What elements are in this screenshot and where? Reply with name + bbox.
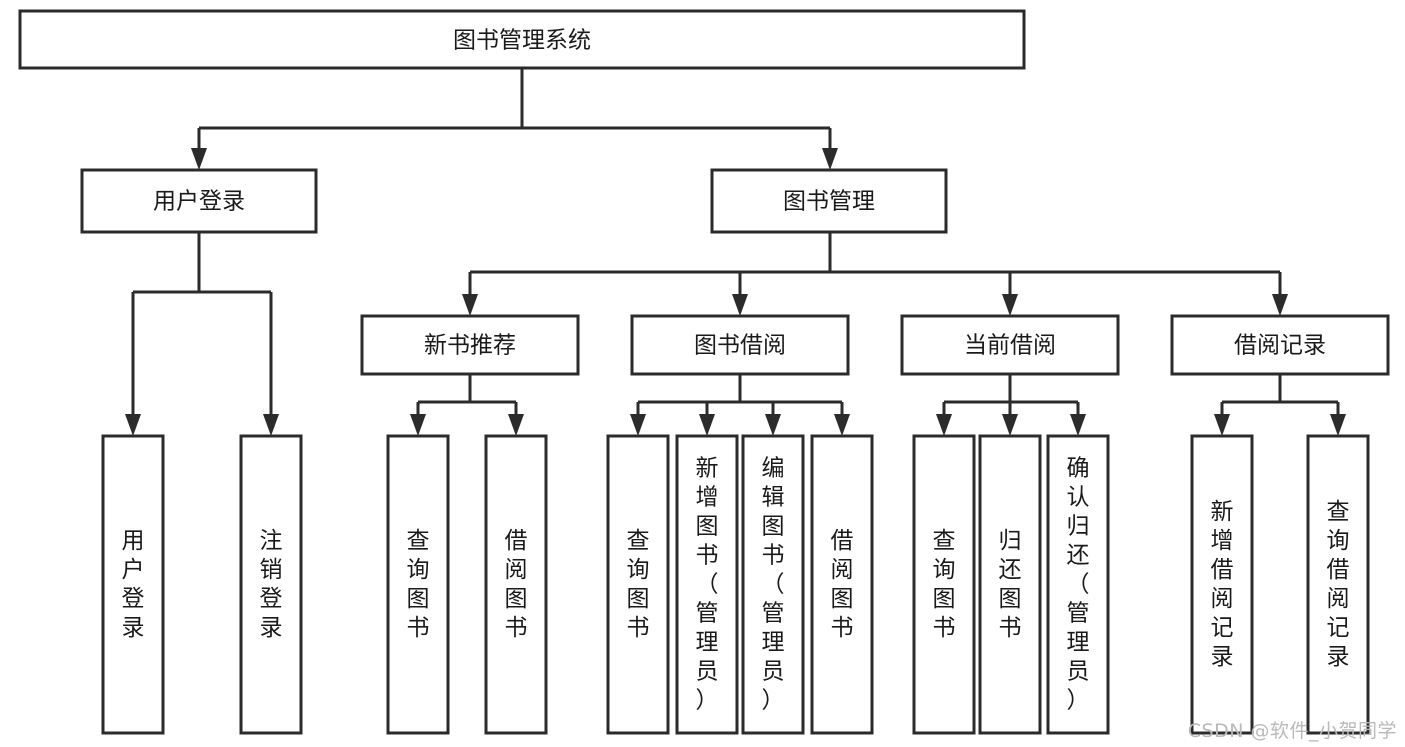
arrow-record-leaf2 bbox=[1330, 414, 1346, 436]
arrow-record-leaf1 bbox=[1214, 414, 1230, 436]
arrow-current-leaf3 bbox=[1070, 414, 1086, 436]
node-box bbox=[1170, 314, 1390, 376]
leaf-label-add-book-admin: 新增图书（管理员） bbox=[696, 455, 719, 713]
node-book-management[interactable]: 图书管理 bbox=[710, 168, 948, 234]
leaf-current-query-book[interactable]: 查询图书 bbox=[912, 434, 976, 735]
arrow-login-leaf1 bbox=[125, 414, 141, 436]
leaf-borrow-borrow-book[interactable]: 借阅图书 bbox=[810, 434, 874, 735]
node-box bbox=[900, 314, 1120, 376]
leaf-label-confirm-return-admin: 确认归还（管理员） bbox=[1067, 455, 1090, 713]
node-box bbox=[484, 434, 548, 735]
node-label-root: 图书管理系统 bbox=[453, 28, 591, 54]
node-box bbox=[239, 434, 303, 735]
node-label-user-login: 用户登录 bbox=[153, 189, 245, 215]
node-user-login[interactable]: 用户登录 bbox=[80, 168, 318, 234]
leaf-record-query-record[interactable]: 查询借阅记录 bbox=[1306, 434, 1370, 735]
arrow-bookmgmt-l2-2 bbox=[732, 294, 748, 316]
leaf-recommend-borrow-book[interactable]: 借阅图书 bbox=[484, 434, 548, 735]
leaf-label-query-book: 查询图书 bbox=[933, 528, 956, 641]
leaf-label-edit-book-admin: 编辑图书（管理员） bbox=[762, 455, 785, 713]
node-label-borrow-record: 借阅记录 bbox=[1234, 333, 1326, 359]
leaf-label-query-book: 查询图书 bbox=[627, 528, 650, 641]
node-book-borrow[interactable]: 图书借阅 bbox=[630, 314, 850, 376]
connector-layer bbox=[125, 68, 1346, 436]
leaf-label-user-login: 用户登录 bbox=[122, 528, 145, 641]
node-box bbox=[101, 434, 165, 735]
leaf-label-query-borrow-record: 查询借阅记录 bbox=[1327, 499, 1350, 670]
node-box bbox=[1046, 434, 1110, 735]
leaf-user-login-login[interactable]: 用户登录 bbox=[101, 434, 165, 735]
node-box bbox=[978, 434, 1042, 735]
leaf-label-borrow-book: 借阅图书 bbox=[505, 528, 528, 641]
arrow-recommend-leaf1 bbox=[410, 414, 426, 436]
arrow-borrow-leaf1 bbox=[630, 414, 646, 436]
node-label-book-borrow: 图书借阅 bbox=[694, 333, 786, 359]
node-borrow-record[interactable]: 借阅记录 bbox=[1170, 314, 1390, 376]
leaf-label-query-book: 查询图书 bbox=[407, 528, 430, 641]
arrow-borrow-leaf4 bbox=[834, 414, 850, 436]
leaf-label-add-borrow-record: 新增借阅记录 bbox=[1211, 499, 1234, 670]
node-current-borrow[interactable]: 当前借阅 bbox=[900, 314, 1120, 376]
leaf-borrow-query-book[interactable]: 查询图书 bbox=[606, 434, 670, 735]
leaf-current-confirm-return-admin[interactable]: 确认归还（管理员） bbox=[1046, 434, 1110, 735]
node-new-book-recommend[interactable]: 新书推荐 bbox=[360, 314, 580, 376]
arrow-root-to-login bbox=[191, 148, 207, 170]
node-box bbox=[675, 434, 739, 735]
node-box bbox=[18, 9, 1026, 70]
leaf-current-return-book[interactable]: 归还图书 bbox=[978, 434, 1042, 735]
arrow-bookmgmt-l2-4 bbox=[1272, 294, 1288, 316]
arrow-current-leaf1 bbox=[936, 414, 952, 436]
node-book-management-system[interactable]: 图书管理系统 bbox=[18, 9, 1026, 70]
leaf-label-logout: 注销登录 bbox=[260, 528, 283, 641]
node-box bbox=[912, 434, 976, 735]
node-label-current-borrow: 当前借阅 bbox=[964, 333, 1056, 359]
arrow-bookmgmt-l2-1 bbox=[462, 294, 478, 316]
node-box bbox=[606, 434, 670, 735]
leaf-record-add-record[interactable]: 新增借阅记录 bbox=[1190, 434, 1254, 735]
leaf-borrow-add-book-admin[interactable]: 新增图书（管理员） bbox=[675, 434, 739, 735]
node-box bbox=[810, 434, 874, 735]
node-box bbox=[1190, 434, 1254, 735]
arrow-bookmgmt-l2-3 bbox=[1002, 294, 1018, 316]
node-label-book-management: 图书管理 bbox=[783, 189, 875, 215]
node-box bbox=[741, 434, 805, 735]
arrow-recommend-leaf2 bbox=[508, 414, 524, 436]
arrow-root-to-bookmgmt bbox=[822, 148, 838, 170]
csdn-watermark: CSDN @软件_小贺同学 bbox=[1187, 720, 1397, 742]
node-box bbox=[710, 168, 948, 234]
leaf-label-borrow-book: 借阅图书 bbox=[831, 528, 854, 641]
leaf-user-login-logout[interactable]: 注销登录 bbox=[239, 434, 303, 735]
leaf-borrow-edit-book-admin[interactable]: 编辑图书（管理员） bbox=[741, 434, 805, 735]
node-box bbox=[80, 168, 318, 234]
node-box bbox=[386, 434, 450, 735]
leaf-label-return-book: 归还图书 bbox=[999, 528, 1022, 641]
arrow-borrow-leaf2 bbox=[699, 414, 715, 436]
node-box bbox=[1306, 434, 1370, 735]
arrow-borrow-leaf3 bbox=[765, 414, 781, 436]
node-box bbox=[360, 314, 580, 376]
arrow-login-leaf2 bbox=[263, 414, 279, 436]
node-box bbox=[630, 314, 850, 376]
leaf-recommend-query-book[interactable]: 查询图书 bbox=[386, 434, 450, 735]
node-label-new-book-recommend: 新书推荐 bbox=[424, 333, 516, 359]
arrow-current-leaf2 bbox=[1002, 414, 1018, 436]
